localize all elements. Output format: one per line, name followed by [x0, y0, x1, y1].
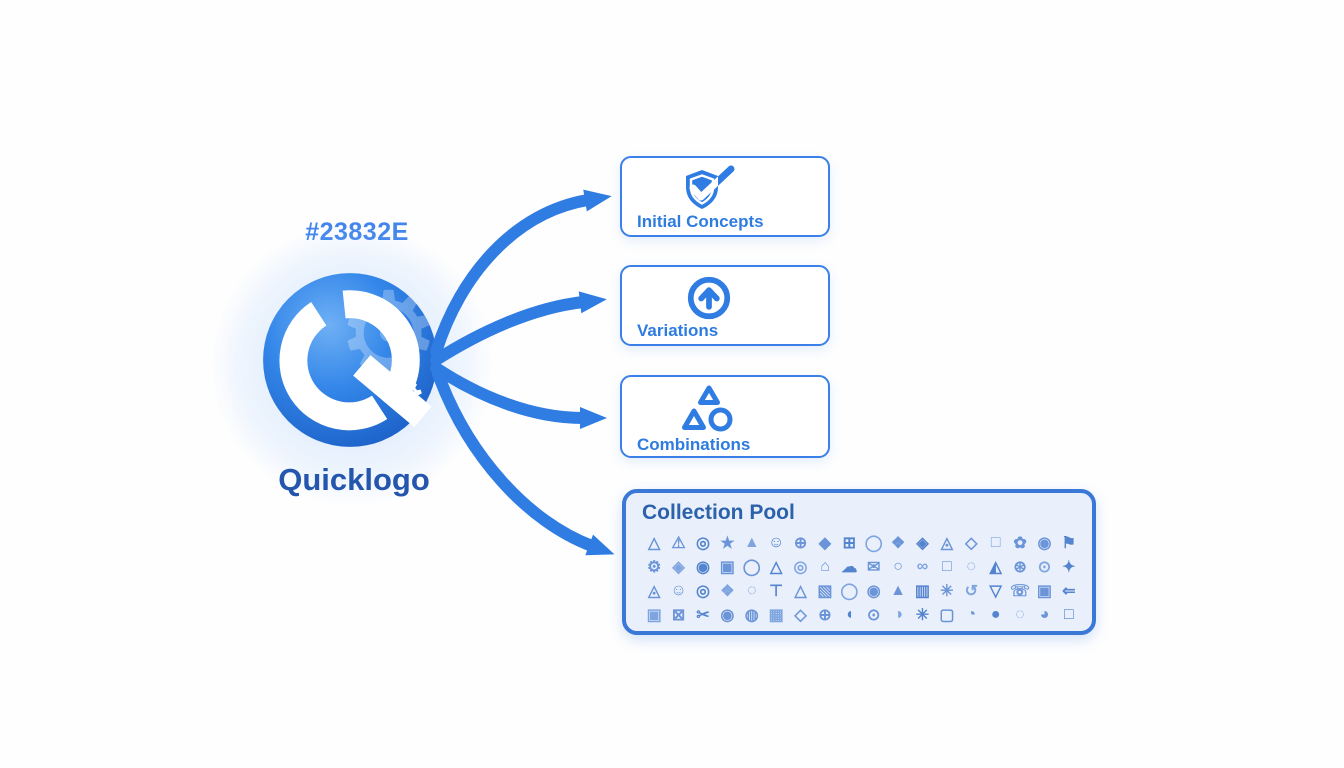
arrow-to-initial-concepts: [430, 189, 612, 358]
pool-glyph-icon: △: [794, 583, 807, 601]
pool-glyph-icon: ▲: [890, 582, 907, 600]
node-combinations: Combinations: [620, 375, 830, 458]
pool-glyph-icon: ⊕: [818, 607, 832, 625]
pool-glyph-icon: ▽: [989, 583, 1002, 601]
arrow-to-combinations: [430, 362, 607, 429]
pool-glyph-icon: ✉: [867, 559, 881, 577]
pool-glyph-icon: ⊙: [1037, 559, 1052, 577]
pool-glyph-icon: ▣: [719, 559, 735, 577]
pool-glyph-icon: ◉: [866, 583, 881, 601]
pool-glyph-icon: □: [942, 558, 952, 576]
pool-glyph-icon: ∞: [916, 558, 929, 576]
pool-glyph-icon: ⚑: [1061, 535, 1076, 553]
pool-glyph-icon: ◈: [916, 535, 929, 553]
pool-glyph-icon: ◇: [965, 535, 978, 553]
pool-glyph-icon: ⊙: [867, 607, 881, 625]
pool-glyph-icon: ▣: [1036, 583, 1052, 601]
pool-glyph-icon: ◌: [1015, 606, 1025, 624]
pool-glyph-icon: ◆: [818, 535, 832, 553]
q-ring: [279, 290, 420, 431]
pool-glyph-icon: ◕: [1039, 606, 1050, 624]
node-initial-concepts: Initial Concepts: [620, 156, 830, 237]
pool-glyph-icon: ◉: [720, 607, 735, 625]
pool-glyph-icon: ▣: [646, 607, 662, 625]
pool-glyph-icon: ▥: [914, 583, 931, 601]
pool-glyph-icon: ◍: [744, 607, 759, 625]
pool-glyph-icon: ⇐: [1062, 583, 1076, 601]
pool-glyph-icon: ⊞: [842, 535, 857, 553]
arrow-up-circle-icon: [606, 267, 812, 322]
arrow-to-collection-pool: [432, 368, 615, 556]
pool-glyph-icon: ⌂: [820, 558, 830, 576]
pool-glyph-icon: ☺: [767, 534, 785, 552]
pool-glyph-icon: ★: [720, 535, 735, 553]
pool-glyph-icon: ◭: [989, 559, 1002, 577]
pool-glyph-icon: ◯: [742, 559, 761, 577]
pool-glyph-icon: ●: [990, 606, 1001, 624]
pool-glyph-icon: ○: [893, 558, 903, 576]
pool-glyph-icon: ↺: [964, 583, 978, 601]
flow-arrows: [430, 189, 615, 556]
pool-glyph-icon: ▲: [743, 534, 760, 552]
arrow-to-variations: [430, 291, 607, 366]
node-label: Initial Concepts: [637, 212, 764, 231]
pool-glyph-icon: ◈: [672, 559, 685, 577]
pool-glyph-icon: ☺: [670, 582, 687, 600]
pool-glyph-icon: ❖: [890, 535, 906, 553]
pool-glyph-icon: ▧: [817, 583, 833, 601]
pool-glyph-icon: ◬: [648, 583, 661, 601]
pool-glyph-icon: ◎: [793, 559, 808, 577]
pool-glyph-icon: ◯: [864, 535, 883, 553]
node-label: Combinations: [637, 435, 751, 454]
pool-glyph-icon: ⊕: [793, 535, 808, 553]
pool-glyph-icon: ◬: [940, 535, 954, 553]
pool-glyph-icon: ▦: [768, 607, 784, 625]
node-label: Variations: [637, 321, 719, 340]
small-gear-icon: ⚙: [386, 372, 426, 423]
pool-glyph-icon: ◌: [747, 582, 757, 600]
pool-glyph-icon: ◉: [695, 559, 710, 577]
pool-glyph-icon: ◌: [966, 558, 977, 576]
pool-glyph-icon: ◎: [695, 535, 710, 553]
pool-glyph-icon: ⚙: [647, 559, 662, 577]
node-variations: Variations: [620, 265, 830, 346]
triangles-circle-icon: [606, 377, 812, 436]
pool-glyph-icon: ▢: [939, 607, 955, 625]
pool-glyph-icon: ✂: [696, 607, 710, 625]
pool-glyph-icon: ☏: [1010, 583, 1031, 601]
collection-pool: Collection Pool △⚠◎★▲☺⊕◆⊞◯❖◈◬◇□✿◉⚑⚙◈◉▣◯△…: [622, 489, 1096, 635]
pool-glyph-icon: □: [1064, 606, 1074, 624]
pool-icon-grid: △ ⚠ ◎ ★ ▲ ☺ ⊕ ◆ ⊞ ◯ ❖ ◈ ◬ ◇ □ ✿ ◉ ⚑ ⚙ ◈ ◉ ▣ ◯ △ ◎ ⌂ ☁ ✉ ○ ∞ □ ◌ ◭ ⊛ ⊙ ✦ ◬ ☺ ◎ ❖…: [642, 531, 1092, 627]
pool-glyph-icon: ❖: [720, 583, 735, 601]
pool-glyph-icon: ◖: [844, 606, 855, 624]
pool-glyph-icon: ✿: [1013, 535, 1027, 553]
pool-glyph-icon: △: [769, 559, 783, 577]
pool-glyph-icon: ◎: [695, 583, 710, 601]
pool-glyph-icon: ◔: [966, 606, 977, 624]
quicklogo-mark: ⚙ ⚙: [263, 273, 437, 447]
brand-name: Quicklogo: [278, 462, 430, 497]
pool-glyph-icon: ✦: [1062, 559, 1076, 577]
pool-glyph-icon: ⊛: [1013, 559, 1027, 577]
pool-glyph-icon: △: [648, 535, 661, 553]
pool-glyph-icon: ✳: [915, 607, 930, 625]
pool-glyph-icon: ◉: [1037, 535, 1052, 553]
pool-glyph-icon: ◇: [794, 607, 807, 625]
pool-glyph-icon: ⊤: [769, 583, 784, 601]
pool-glyph-icon: ⚠: [671, 535, 686, 553]
collection-pool-title: Collection Pool: [642, 501, 795, 524]
shield-check-icon: [606, 158, 812, 213]
brand-hex-label: #23832E: [282, 218, 432, 247]
logo-sphere: ⚙ ⚙: [262, 272, 438, 448]
pool-glyph-icon: □: [990, 534, 1001, 552]
pool-glyph-icon: ⊠: [671, 607, 686, 625]
pool-glyph-icon: ✳: [940, 583, 954, 601]
q-tail: [353, 355, 432, 428]
pool-glyph-icon: ◑: [893, 606, 903, 624]
pool-glyph-icon: ◯: [840, 583, 859, 601]
pool-glyph-icon: ☁: [841, 559, 858, 577]
